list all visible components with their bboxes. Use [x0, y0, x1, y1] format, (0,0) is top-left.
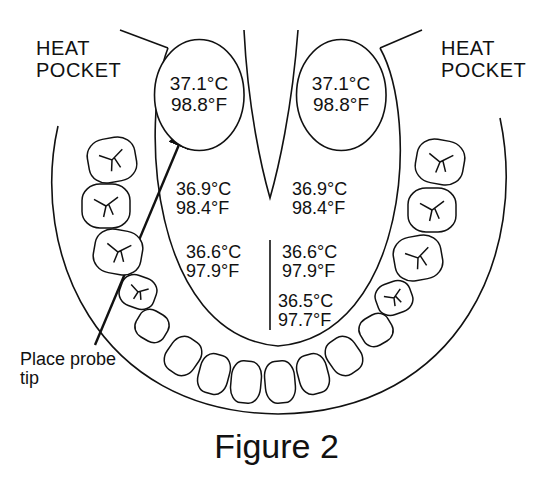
figure-caption: Figure 2: [0, 428, 553, 465]
tooth-crown: [320, 331, 368, 380]
tooth-crown: [391, 232, 446, 284]
heat-pocket-label: HEAT POCKET: [36, 38, 121, 81]
heat-pocket-ellipse: 37.1°C 98.8°F: [295, 38, 388, 152]
tooth-crown: [229, 360, 263, 404]
tooth-fissure: [383, 289, 405, 309]
temperature-reading: 37.1°C 98.8°F: [170, 74, 228, 116]
lip-line: [380, 30, 422, 48]
tooth: [413, 136, 468, 188]
tooth-crown: [408, 188, 456, 232]
tooth: [85, 134, 140, 186]
tooth-crown: [263, 360, 297, 404]
tooth-crown: [116, 271, 161, 313]
tooth: [408, 188, 456, 232]
inner-arch: [155, 48, 400, 346]
tooth-fissure: [405, 247, 432, 271]
tooth-crown: [85, 134, 140, 186]
midline: [269, 240, 271, 330]
tooth: [372, 277, 417, 319]
tooth-crown: [413, 136, 468, 188]
tooth: [116, 271, 161, 313]
temperature-reading: 36.5°C 97.7°F: [278, 292, 333, 331]
temperature-reading: 36.6°C 97.9°F: [282, 243, 337, 282]
mouth-outline: [52, 30, 506, 414]
tooth: [229, 360, 263, 404]
temperature-reading: 37.1°C 98.8°F: [312, 74, 370, 116]
lip-line: [120, 30, 168, 48]
temperature-reading: 36.9°C 98.4°F: [176, 180, 231, 219]
ellipse-shape: [154, 40, 244, 151]
tooth: [320, 331, 368, 380]
tooth-fissure: [420, 201, 444, 221]
ellipse-shape: [296, 40, 386, 151]
tooth: [194, 351, 233, 397]
tooth-crown: [82, 184, 130, 228]
temperature-reading: 36.6°C 97.9°F: [186, 243, 241, 282]
tooth: [82, 184, 130, 228]
tooth-fissure: [99, 149, 126, 173]
tooth: [91, 226, 146, 278]
teeth: [82, 134, 467, 404]
tooth: [391, 232, 446, 284]
heat-pocket-label: HEAT POCKET: [441, 38, 526, 81]
frenulum-notch: [244, 30, 298, 198]
heat-pocket-ellipse: 37.1°C 98.8°F: [153, 38, 246, 152]
tooth: [131, 305, 174, 347]
tooth: [263, 360, 297, 404]
tooth-crown: [91, 226, 146, 278]
temperature-reading: 36.9°C 98.4°F: [292, 180, 347, 219]
tooth-fissure: [127, 283, 149, 303]
tooth-crown: [372, 277, 417, 319]
tooth-crown: [131, 305, 174, 347]
tooth-crown: [194, 351, 233, 397]
tooth-fissure: [426, 151, 453, 175]
tooth-fissure: [104, 241, 131, 265]
tooth-fissure: [94, 197, 118, 217]
probe-instruction: Place probe tip: [20, 350, 132, 389]
